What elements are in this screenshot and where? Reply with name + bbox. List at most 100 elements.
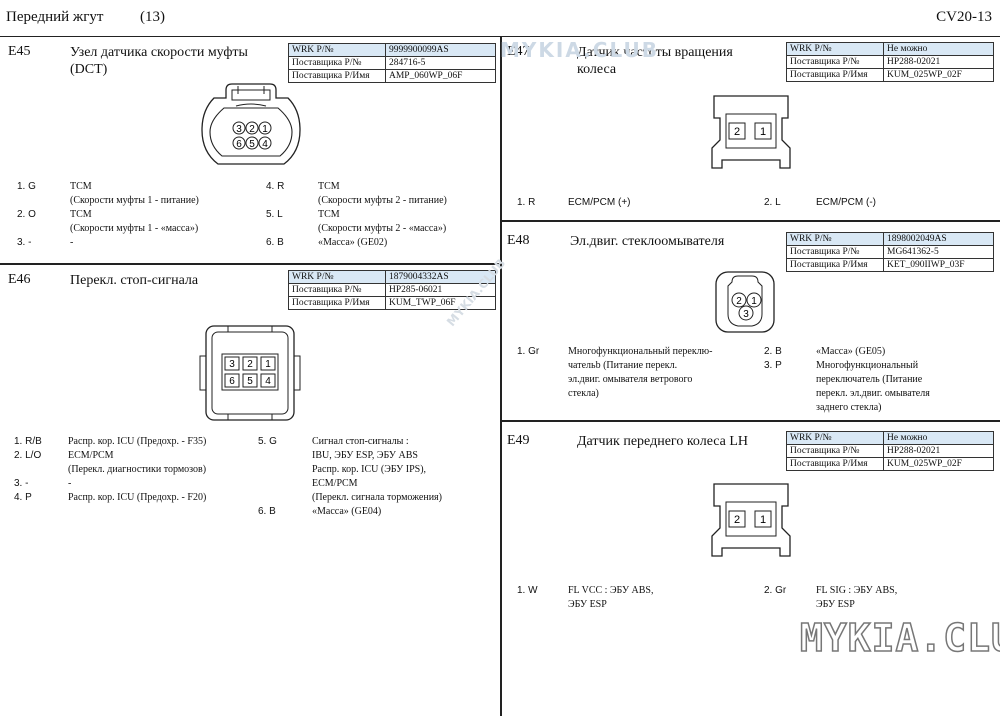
pin-2-desc: «Масса» (GE05) bbox=[816, 346, 886, 357]
document-code: CV20-13 bbox=[936, 9, 992, 25]
wrk-label: WRK P/№ bbox=[786, 431, 884, 445]
supplier-name-label: Поставщика P/Имя bbox=[288, 69, 386, 83]
pin-2-label: 2 bbox=[736, 296, 742, 307]
pin-3-desc: - bbox=[68, 478, 72, 489]
pin-2-label: 2 bbox=[734, 126, 740, 138]
pin-4: 4. R bbox=[266, 181, 285, 192]
pin-3-desc-3: перекл. эл.двиг. омывателя bbox=[816, 388, 930, 399]
pin-5-label: 5 bbox=[249, 139, 255, 150]
pin-3: 3. P bbox=[764, 360, 782, 371]
supplier-name-value: KUM_025WP_02F bbox=[883, 457, 994, 471]
pin-1: 1. Gr bbox=[517, 346, 540, 357]
pin-4: 4. P bbox=[14, 492, 32, 503]
pin-3-desc: Многофункциональный bbox=[816, 360, 919, 371]
pin-5-desc: Сигнал стоп-сигналы : bbox=[312, 436, 409, 447]
pin-3-label: 3 bbox=[743, 309, 749, 320]
pin-4-desc-2: (Скорости муфты 2 - питание) bbox=[318, 195, 447, 206]
pin-1-desc: ECM/PCM (+) bbox=[568, 197, 631, 208]
wrk-value: Не можно bbox=[883, 42, 994, 56]
connector-code: E47 bbox=[507, 44, 530, 59]
pin-2-label: 2 bbox=[734, 514, 740, 526]
pin-2: 2. L/O bbox=[14, 450, 42, 461]
supplier-pn-label: Поставщика P/№ bbox=[288, 56, 386, 70]
connector-title: Датчик переднего колеса LH bbox=[577, 434, 749, 449]
pin-1: 1. W bbox=[517, 585, 538, 596]
watermark-top: MYKIA.CLUB bbox=[500, 38, 659, 62]
pin-3-label: 3 bbox=[229, 359, 235, 370]
pin-2-desc-2: ЭБУ ESP bbox=[816, 599, 855, 610]
page-header: Передний жгут (13) CV20-13 bbox=[0, 0, 1000, 37]
connector-code: E45 bbox=[8, 44, 31, 59]
pin-4-label: 4 bbox=[265, 376, 271, 387]
connector-diagram-e46: 3 2 1 6 5 4 bbox=[199, 325, 301, 421]
supplier-pn-value: HP288-02021 bbox=[883, 444, 994, 458]
connector-diagram-e47: 2 1 bbox=[711, 95, 791, 169]
pin-5-desc-4: ECM/PCM bbox=[312, 478, 358, 489]
pin-4-desc: Распр. кор. ICU (Предохр. - F20) bbox=[68, 492, 207, 503]
connector-diagram-e48: 2 1 3 bbox=[715, 271, 775, 333]
wrk-value: 9999900099AS bbox=[385, 43, 496, 57]
pin-3-desc-4: заднего стекла) bbox=[816, 402, 882, 413]
section-divider-e47-e48 bbox=[501, 220, 1000, 222]
pin-5: 5. G bbox=[258, 436, 277, 447]
pin-2-desc: FL SIG : ЭБУ ABS, bbox=[816, 585, 898, 596]
wrk-label: WRK P/№ bbox=[786, 42, 884, 56]
pin-4-desc: TCM bbox=[318, 181, 340, 192]
pin-2: 2. Gr bbox=[764, 585, 787, 596]
supplier-pn-label: Поставщика P/№ bbox=[786, 55, 884, 69]
pin-4-label: 4 bbox=[262, 139, 268, 150]
pin-1-label: 1 bbox=[265, 359, 271, 370]
supplier-name-label: Поставщика P/Имя bbox=[786, 457, 884, 471]
pin-1: 1. R/B bbox=[14, 436, 42, 447]
supplier-name-value: KET_090IIWP_03F bbox=[883, 258, 994, 272]
supplier-pn-label: Поставщика P/№ bbox=[786, 245, 884, 259]
column-divider bbox=[500, 37, 502, 716]
pin-1-label: 1 bbox=[262, 124, 268, 135]
pin-1-label: 1 bbox=[760, 514, 766, 526]
pin-6: 6. B bbox=[266, 237, 284, 248]
connector-title: Эл.двиг. стеклоомывателя bbox=[570, 234, 725, 249]
pin-1-label: 1 bbox=[751, 296, 757, 307]
supplier-name-value: KUM_TWP_06F bbox=[385, 296, 496, 310]
pin-3-label: 3 bbox=[236, 124, 242, 135]
pin-2-desc-2: (Скорости муфты 1 - «масса») bbox=[70, 223, 199, 234]
connector-title: Датчик частоты вращения колеса bbox=[577, 45, 733, 77]
pin-2-desc: ECM/PCM bbox=[68, 450, 114, 461]
pin-3-desc: - bbox=[70, 237, 74, 248]
supplier-name-label: Поставщика P/Имя bbox=[288, 296, 386, 310]
wrk-label: WRK P/№ bbox=[786, 232, 884, 246]
pin-2-desc: ECM/PCM (-) bbox=[816, 197, 876, 208]
pin-5-desc-3: Распр. кор. ICU (ЭБУ IPS), bbox=[312, 464, 427, 475]
connector-code: E49 bbox=[507, 433, 530, 448]
supplier-name-label: Поставщика P/Имя bbox=[786, 258, 884, 272]
pin-6-desc: «Масса» (GE04) bbox=[312, 506, 382, 517]
pin-6: 6. B bbox=[258, 506, 276, 517]
wrk-label: WRK P/№ bbox=[288, 43, 386, 57]
pin-5-label: 5 bbox=[247, 376, 253, 387]
wrk-value: Не можно bbox=[883, 431, 994, 445]
pin-1-desc: FL VCC : ЭБУ ABS, bbox=[568, 585, 654, 596]
pin-1-desc-4: стекла) bbox=[568, 388, 599, 399]
pin-5-desc-2: IBU, ЭБУ ESP, ЭБУ ABS bbox=[312, 450, 418, 461]
section-divider-e48-e49 bbox=[501, 420, 1000, 422]
supplier-pn-value: HP288-02021 bbox=[883, 55, 994, 69]
pin-1-desc-2: (Скорости муфты 1 - питание) bbox=[70, 195, 199, 206]
pin-2: 2. L bbox=[764, 197, 781, 208]
pin-3-desc-2: переключатель (Питание bbox=[816, 374, 923, 385]
pin-1: 1. R bbox=[517, 197, 536, 208]
pin-5-desc-2: (Скорости муфты 2 - «масса») bbox=[318, 223, 447, 234]
connector-diagram-e49: 2 1 bbox=[711, 483, 791, 557]
pin-2-label: 2 bbox=[247, 359, 253, 370]
pin-2-desc-2: (Перекл. диагностики тормозов) bbox=[68, 464, 207, 475]
pin-1: 1. G bbox=[17, 181, 36, 192]
wrk-value: 1898002049AS bbox=[883, 232, 994, 246]
pin-3: 3. - bbox=[14, 478, 29, 489]
page-number: (13) bbox=[140, 9, 165, 25]
pin-1-desc: Многофункциональный переклю- bbox=[568, 346, 713, 357]
pin-5: 5. L bbox=[266, 209, 283, 220]
supplier-pn-value: 284716-5 bbox=[385, 56, 496, 70]
connector-title: Перекл. стоп-сигнала bbox=[70, 273, 199, 288]
